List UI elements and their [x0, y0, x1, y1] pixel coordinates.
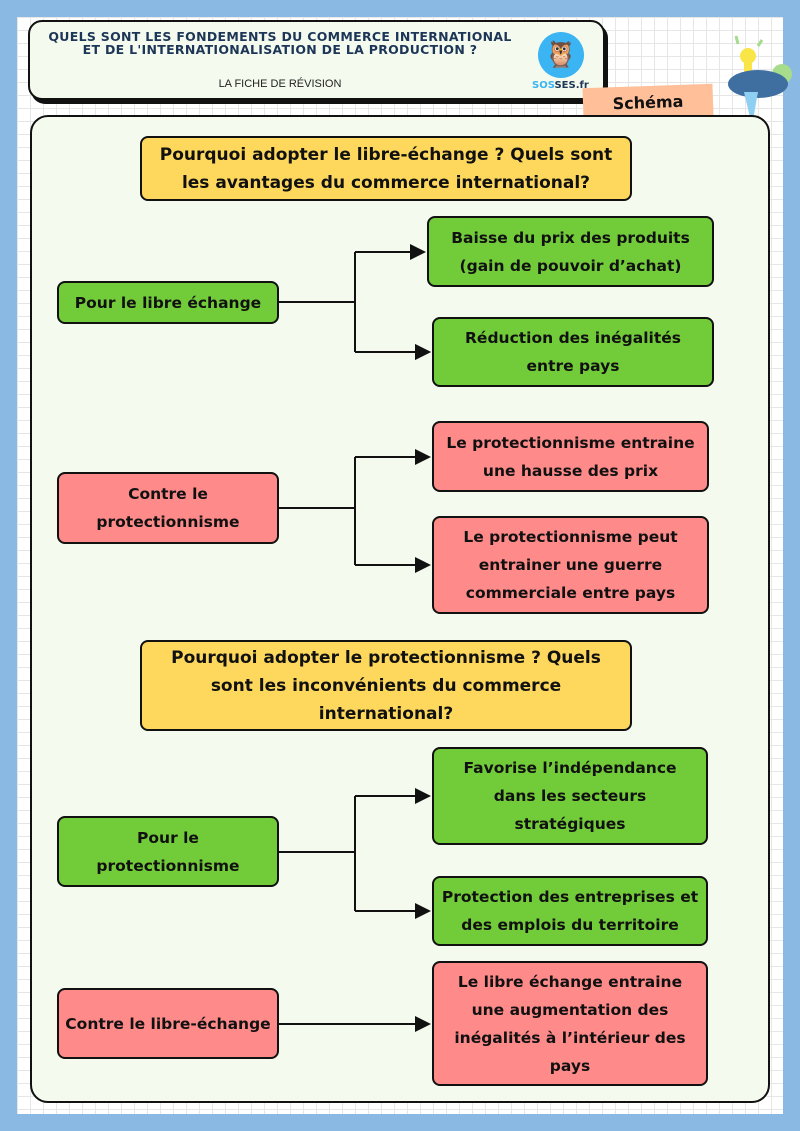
- owl-logo-icon: 🦉: [538, 32, 584, 78]
- pour-protectionnisme-box: Pour le protectionnisme: [57, 816, 279, 887]
- logo-ses: SES.fr: [554, 80, 589, 91]
- argument-box: Le protectionnisme peut entrainer une gu…: [432, 516, 709, 614]
- page-subtitle: LA FICHE DE RÉVISION: [218, 78, 342, 90]
- question-protectionism: Pourquoi adopter le protectionnisme ? Qu…: [140, 640, 632, 731]
- logo-sos: SOS: [532, 80, 555, 91]
- question-free-trade: Pourquoi adopter le libre-échange ? Quel…: [140, 136, 632, 201]
- argument-box: Le protectionnisme entraine une hausse d…: [432, 421, 709, 492]
- contre-libre-echange-box: Contre le libre-échange: [57, 988, 279, 1059]
- lightbulb-pencil-icon: [728, 35, 792, 126]
- argument-box: Protection des entreprises et des emploi…: [432, 876, 708, 946]
- argument-box: Réduction des inégalités entre pays: [432, 317, 714, 387]
- page-title: QUELS SONT LES FONDEMENTS DU COMMERCE IN…: [48, 29, 512, 57]
- header: QUELS SONT LES FONDEMENTS DU COMMERCE IN…: [28, 20, 605, 100]
- logo-text: SOSSES.fr: [532, 80, 589, 91]
- contre-protectionnisme-box: Contre le protectionnisme: [57, 472, 279, 544]
- argument-box: Favorise l’indépendance dans les secteur…: [432, 747, 708, 845]
- pour-libre-echange-box: Pour le libre échange: [57, 281, 279, 324]
- argument-box: Le libre échange entraine une augmentati…: [432, 961, 708, 1086]
- argument-box: Baisse du prix des produits (gain de pou…: [427, 216, 714, 287]
